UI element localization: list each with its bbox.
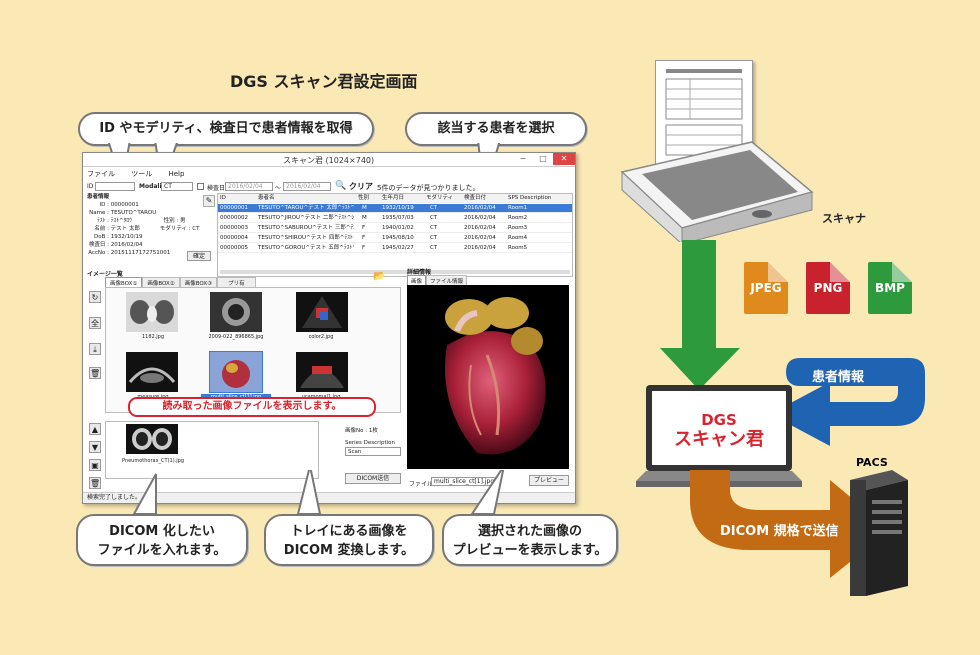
image-count: 1枚: [368, 428, 378, 434]
tray-info: 画像No : 1枚 Series Description Scan: [345, 427, 405, 456]
patient-info-heading: 患者情報: [87, 194, 110, 200]
patient-info-panel: 患者情報 ID : 00000001 Name : TESUTO^TAROU ﾃ…: [87, 193, 211, 265]
binoculars-icon[interactable]: 🔍: [335, 181, 347, 191]
thumbnail-image[interactable]: [126, 352, 178, 392]
trash-icon[interactable]: 🗑: [89, 367, 101, 379]
patient-grid: ID 患者名 性別 生年月日 モダリティ 検査日付 SPS Descriptio…: [217, 193, 573, 277]
clear-button[interactable]: クリア: [349, 182, 373, 191]
scanner-icon: [620, 141, 814, 242]
scanner-label: スキャナ: [822, 212, 866, 225]
pacs-server-icon: [850, 470, 908, 596]
tray-trash-icon[interactable]: 🗑: [89, 477, 101, 489]
tray-panel: Pneumothorax_CT(1).jpg: [105, 421, 319, 479]
move-down-icon[interactable]: ▼: [89, 441, 101, 453]
app-window: スキャン君 (1024×740) − □ ✕ ファイル ツール Help ID …: [82, 152, 576, 504]
page-title: DGS スキャン君設定画面: [230, 72, 418, 91]
thumbnail-image[interactable]: [210, 292, 262, 332]
date-to-input[interactable]: 2016/02/04: [283, 182, 331, 191]
callout-read-images: 読み取った画像ファイルを表示します。: [128, 397, 376, 417]
tab-image-box-2[interactable]: 画像BOX②: [142, 277, 180, 288]
thumbnail-image[interactable]: [296, 352, 348, 392]
dicom-send-arrow: [690, 470, 890, 578]
series-desc-input[interactable]: Scan: [345, 447, 401, 456]
status-bar: 検索完了しました。: [83, 492, 575, 503]
image-list-panel: 1182.jpg 2009-022_896865.jpg color2.jpg …: [105, 287, 401, 413]
tab-print[interactable]: プリ有: [217, 277, 256, 288]
window-titlebar: スキャン君 (1024×740) − □ ✕: [83, 153, 575, 167]
refresh-icon[interactable]: ↻: [89, 291, 101, 303]
thumbnail-label: 1182.jpg: [141, 334, 165, 340]
jpeg-format-icon: JPEG: [744, 262, 788, 314]
exam-date-label: 検査日: [207, 185, 226, 192]
tab-image-box-3[interactable]: 画像BOX③: [179, 277, 218, 288]
select-all-icon[interactable]: 全: [89, 317, 101, 329]
minimize-button[interactable]: −: [519, 154, 527, 163]
tray-thumbnail[interactable]: [126, 424, 178, 454]
exam-date-checkbox[interactable]: [197, 183, 204, 190]
patient-info-arrow: [770, 358, 925, 446]
laptop-app-line1: DGS: [701, 411, 737, 429]
series-desc-label: Series Description: [345, 440, 395, 446]
status-text: 検索完了しました。: [87, 494, 142, 501]
move-icon[interactable]: ⤓: [89, 343, 101, 355]
tab-image[interactable]: 画像: [407, 275, 427, 286]
folder-icon[interactable]: 📂: [373, 271, 386, 282]
pacs-label: PACS: [856, 456, 888, 469]
tab-image-box-1[interactable]: 画像BOX①: [105, 277, 143, 288]
tab-file-info[interactable]: ファイル情報: [426, 275, 468, 286]
thumbnail-label: color2.jpg: [308, 334, 334, 340]
laptop-screen-text: DGS スキャン君: [652, 410, 786, 450]
convert-icon[interactable]: ▣: [89, 459, 101, 471]
tray-thumbnail-label: Pneumothorax_CT(1).jpg: [122, 458, 184, 464]
laptop-app-line2: スキャン君: [674, 429, 764, 450]
file-name-label: ファイル名: [409, 481, 440, 488]
grid-scrollbar[interactable]: [220, 270, 570, 274]
id-label: ID: [87, 183, 94, 190]
patient-info-arrow-label: 患者情報: [812, 370, 865, 385]
thumbnail-image[interactable]: [126, 292, 178, 332]
window-title: スキャン君 (1024×740): [283, 156, 375, 165]
date-from-input[interactable]: 2016/02/04: [225, 182, 273, 191]
result-text: 5件のデータが見つかりました。: [377, 184, 480, 192]
dicom-send-label: DICOM 規格で送信: [720, 524, 839, 539]
menu-file[interactable]: ファイル: [87, 170, 115, 178]
menu-bar: ファイル ツール Help: [87, 169, 198, 179]
patient-id: 00000001: [110, 202, 139, 208]
callout-preview: 選択された画像のプレビューを表示します。: [442, 514, 618, 566]
detail-heading: 詳細情報: [407, 269, 432, 276]
menu-help[interactable]: Help: [168, 170, 185, 178]
confirm-button[interactable]: 確定: [187, 251, 211, 261]
thumbnail-image-selected[interactable]: [209, 351, 263, 393]
scan-flow-arrow: [660, 240, 740, 390]
thumbnail-label: 2009-022_896865.jpg: [208, 334, 264, 340]
id-input[interactable]: [95, 182, 135, 191]
patient-name: TESUTO^TAROU: [110, 210, 157, 216]
detail-tabs: 画像ファイル情報: [407, 275, 468, 286]
png-format-icon: PNG: [806, 262, 850, 314]
callout-pointers-bottom: [132, 470, 505, 515]
modality-select[interactable]: CT: [161, 182, 193, 191]
move-up-icon[interactable]: ▲: [89, 423, 101, 435]
dicom-send-button[interactable]: DICOM送信: [345, 473, 401, 484]
thumbnail-image[interactable]: [296, 292, 348, 332]
edit-icon[interactable]: ✎: [203, 195, 215, 207]
image-list-heading: イメージ一覧: [87, 271, 123, 278]
preview-image: [407, 285, 569, 469]
preview-button[interactable]: プレビュー: [529, 475, 569, 486]
menu-tools[interactable]: ツール: [131, 170, 153, 178]
grid-header: ID 患者名 性別 生年月日 モダリティ 検査日付 SPS Descriptio…: [218, 194, 572, 203]
modality-label: Modality: [139, 183, 169, 190]
close-button[interactable]: ✕: [553, 153, 575, 165]
bmp-format-icon: BMP: [868, 262, 912, 314]
callout-tray: DICOM 化したいファイルを入れます。: [76, 514, 248, 566]
heart-image: [445, 297, 546, 455]
maximize-button[interactable]: □: [539, 154, 547, 163]
